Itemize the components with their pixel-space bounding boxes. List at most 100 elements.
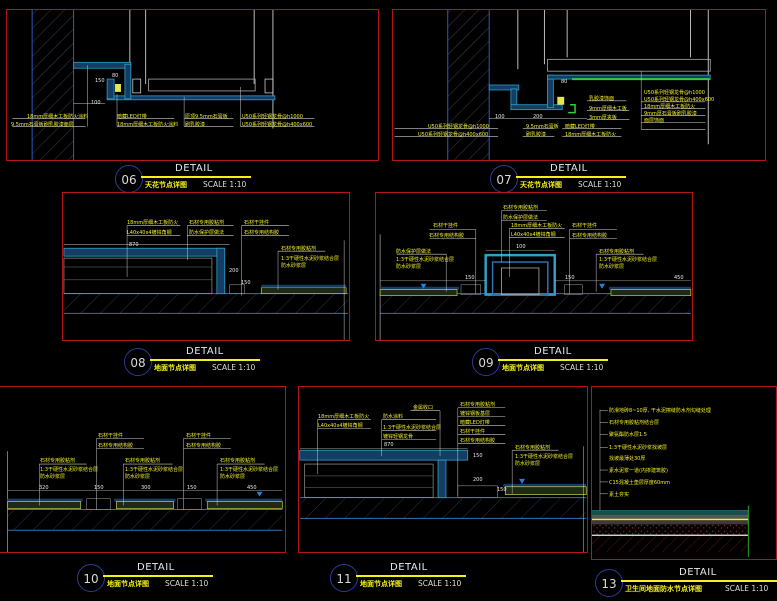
annotation: 镀锌轻钢龙骨 bbox=[383, 434, 414, 440]
annotation: 防水砂浆层 bbox=[281, 263, 307, 269]
annotation: 18mm厚细木工板防火 bbox=[511, 223, 563, 229]
detail-07-title-block: 07 DETAIL 天花节点详图 SCALE 1:10 bbox=[490, 163, 630, 197]
dim-label: 150 bbox=[465, 275, 475, 281]
annotation: 1:3干硬性水泥砂浆结合层 bbox=[396, 257, 455, 263]
detail-number: 11 bbox=[330, 564, 358, 592]
annotation: 9.5mm石膏板 bbox=[526, 124, 559, 130]
detail-06-title-block: 06 DETAIL 天花节点详图 SCALE 1:10 bbox=[115, 163, 255, 197]
detail-13-frame: 防滑地砖8~10厚, 干水泥擦缝防水剂勾缝处理 石材专用胶粘剂结合层 聚氨酯防水… bbox=[591, 386, 777, 560]
detail-13-drawing bbox=[592, 409, 749, 558]
title-underline bbox=[103, 575, 213, 577]
detail-scale: SCALE 1:10 bbox=[203, 180, 247, 189]
detail-subtitle: 地面节点详图 bbox=[360, 580, 402, 588]
annotation: 防水砂浆层 bbox=[599, 264, 625, 270]
detail-subtitle: 地面节点详图 bbox=[154, 364, 196, 372]
annotation: 3mm厚夹板 bbox=[589, 115, 617, 121]
annotation: 石材专用胶粘剂 bbox=[125, 458, 161, 464]
dim-label: 450 bbox=[674, 275, 684, 281]
detail-number: 13 bbox=[595, 569, 623, 597]
annotation: 防水砂浆层 bbox=[220, 474, 246, 480]
dim-label: 150 bbox=[187, 485, 197, 491]
detail-number: 10 bbox=[77, 564, 105, 592]
annotation: 面层饰面 bbox=[644, 118, 665, 124]
annotation: L40x40x4镀锌角钢 bbox=[511, 232, 556, 238]
dim-label: 100 bbox=[91, 100, 101, 106]
detail-10-title-block: 10 DETAIL 地面节点详图 SCALE 1:10 bbox=[77, 562, 217, 596]
annotation: 石材专用胶粘剂 bbox=[220, 458, 256, 464]
annotation: 石材专用胶粘剂 bbox=[515, 445, 551, 451]
annotation: 石材专用结构胶 bbox=[244, 230, 280, 236]
annotation: 原顶9.5mm石膏板 bbox=[185, 114, 228, 120]
annotation: 防水保护层做法 bbox=[189, 230, 225, 236]
detail-09-frame: 100 150 150 450 石材干挂件 石材专用结构胶 防水保护层做法 1:… bbox=[375, 192, 693, 341]
annotation: 暗藏LED灯带 bbox=[460, 420, 490, 426]
annotation: 镀锌钢板基层 bbox=[460, 411, 491, 417]
detail-11-frame: 870 150 200 150 18mm厚细木工板防火 L40x40x4镀锌角钢… bbox=[298, 386, 588, 553]
dim-label: 320 bbox=[39, 485, 49, 491]
title-underline bbox=[498, 359, 608, 361]
dim-label: 150 bbox=[95, 78, 105, 84]
annotation: 石材干挂件 bbox=[98, 433, 124, 439]
detail-08-title-block: 08 DETAIL 地面节点详图 SCALE 1:10 bbox=[124, 346, 264, 380]
detail-heading: DETAIL bbox=[550, 163, 588, 174]
annotation: 石材专用胶粘剂 bbox=[503, 205, 539, 211]
annotation: 18mm厚细木工板防火 bbox=[127, 220, 179, 226]
annotation: U50系列轻钢龙骨@h1000 bbox=[242, 114, 303, 120]
wall-hatch bbox=[32, 10, 74, 160]
detail-subtitle: 天花节点详图 bbox=[520, 181, 562, 189]
annotation: L40x40x4镀锌角钢 bbox=[127, 230, 172, 236]
dim-label: 200 bbox=[229, 268, 239, 274]
detail-09-drawing bbox=[379, 210, 692, 340]
detail-number: 09 bbox=[472, 348, 500, 376]
annotation: 防水保护层做法 bbox=[396, 249, 432, 255]
detail-11-drawing bbox=[299, 407, 587, 552]
annotation: 石材专用胶粘剂 bbox=[599, 249, 635, 255]
detail-scale: SCALE 1:10 bbox=[165, 579, 209, 588]
detail-07-drawing bbox=[394, 10, 711, 160]
detail-13-title-block: 13 DETAIL 卫生间地面防水节点详图 SCALE 1:10 bbox=[595, 567, 777, 601]
annotation: 石材干挂件 bbox=[460, 429, 486, 435]
title-underline bbox=[150, 359, 260, 361]
dim-label: 300 bbox=[141, 485, 151, 491]
detail-subtitle: 天花节点详图 bbox=[145, 181, 187, 189]
detail-07-frame: 100 200 80 U50系列轻钢龙骨@h1000 U50系列轻钢龙骨@h40… bbox=[392, 9, 766, 161]
detail-heading: DETAIL bbox=[390, 562, 428, 573]
annotation: 9mm厚石膏板刷乳胶漆 bbox=[644, 111, 697, 117]
annotation: 防水砂浆层 bbox=[40, 474, 66, 480]
detail-scale: SCALE 1:10 bbox=[212, 363, 256, 372]
annotation: 防水砂浆层 bbox=[125, 474, 151, 480]
annotation: 防滑地砖8~10厚, 干水泥擦缝防水剂勾缝处理 bbox=[609, 408, 711, 414]
dim-label: 150 bbox=[473, 453, 483, 459]
annotation: 18mm厚细木工板防火涂料 bbox=[27, 114, 89, 120]
detail-10-frame: 320 150 300 150 450 石材干挂件 石材专用结构胶 石材干挂件 … bbox=[0, 386, 286, 553]
annotation: L40x40x4镀锌角钢 bbox=[318, 423, 363, 429]
annotation: 刷乳胶漆 bbox=[526, 132, 547, 138]
annotation: 暗藏LED灯带 bbox=[117, 114, 147, 120]
title-underline bbox=[356, 575, 466, 577]
detail-scale: SCALE 1:10 bbox=[725, 584, 769, 593]
detail-number: 06 bbox=[115, 165, 143, 193]
annotation: 石材干挂件 bbox=[433, 223, 459, 229]
detail-subtitle: 地面节点详图 bbox=[502, 364, 544, 372]
detail-number: 08 bbox=[124, 348, 152, 376]
dim-label: 100 bbox=[495, 114, 505, 120]
annotation: 石材专用胶粘剂 bbox=[189, 220, 225, 226]
dim-label: 450 bbox=[247, 485, 257, 491]
title-underline bbox=[516, 176, 626, 178]
annotation: 1:3干硬性水泥砂浆结合层 bbox=[40, 467, 99, 473]
annotation: 防水涂料 bbox=[383, 414, 404, 420]
annotation: 石材专用胶粘剂结合层 bbox=[609, 420, 660, 426]
annotation: 1:3干硬性水泥砂浆结合层 bbox=[383, 425, 442, 431]
annotation: 石材专用结构胶 bbox=[429, 233, 465, 239]
annotation: 石材干挂件 bbox=[244, 220, 270, 226]
detail-scale: SCALE 1:10 bbox=[418, 579, 462, 588]
detail-heading: DETAIL bbox=[534, 346, 572, 357]
annotation: 金属收口 bbox=[413, 405, 434, 411]
dim-label: 100 bbox=[516, 244, 526, 250]
detail-06-frame: 150 80 100 18mm厚细木工板防火涂料 9.5mm石膏板刷乳胶漆面层 … bbox=[6, 9, 379, 161]
annotation: 1:3干硬性水泥砂浆结合层 bbox=[281, 256, 340, 262]
title-underline bbox=[621, 580, 777, 582]
annotation: 石材专用胶粘剂 bbox=[281, 246, 317, 252]
dim-label: 150 bbox=[241, 280, 251, 286]
annotation: 刷乳胶漆 bbox=[185, 122, 206, 128]
